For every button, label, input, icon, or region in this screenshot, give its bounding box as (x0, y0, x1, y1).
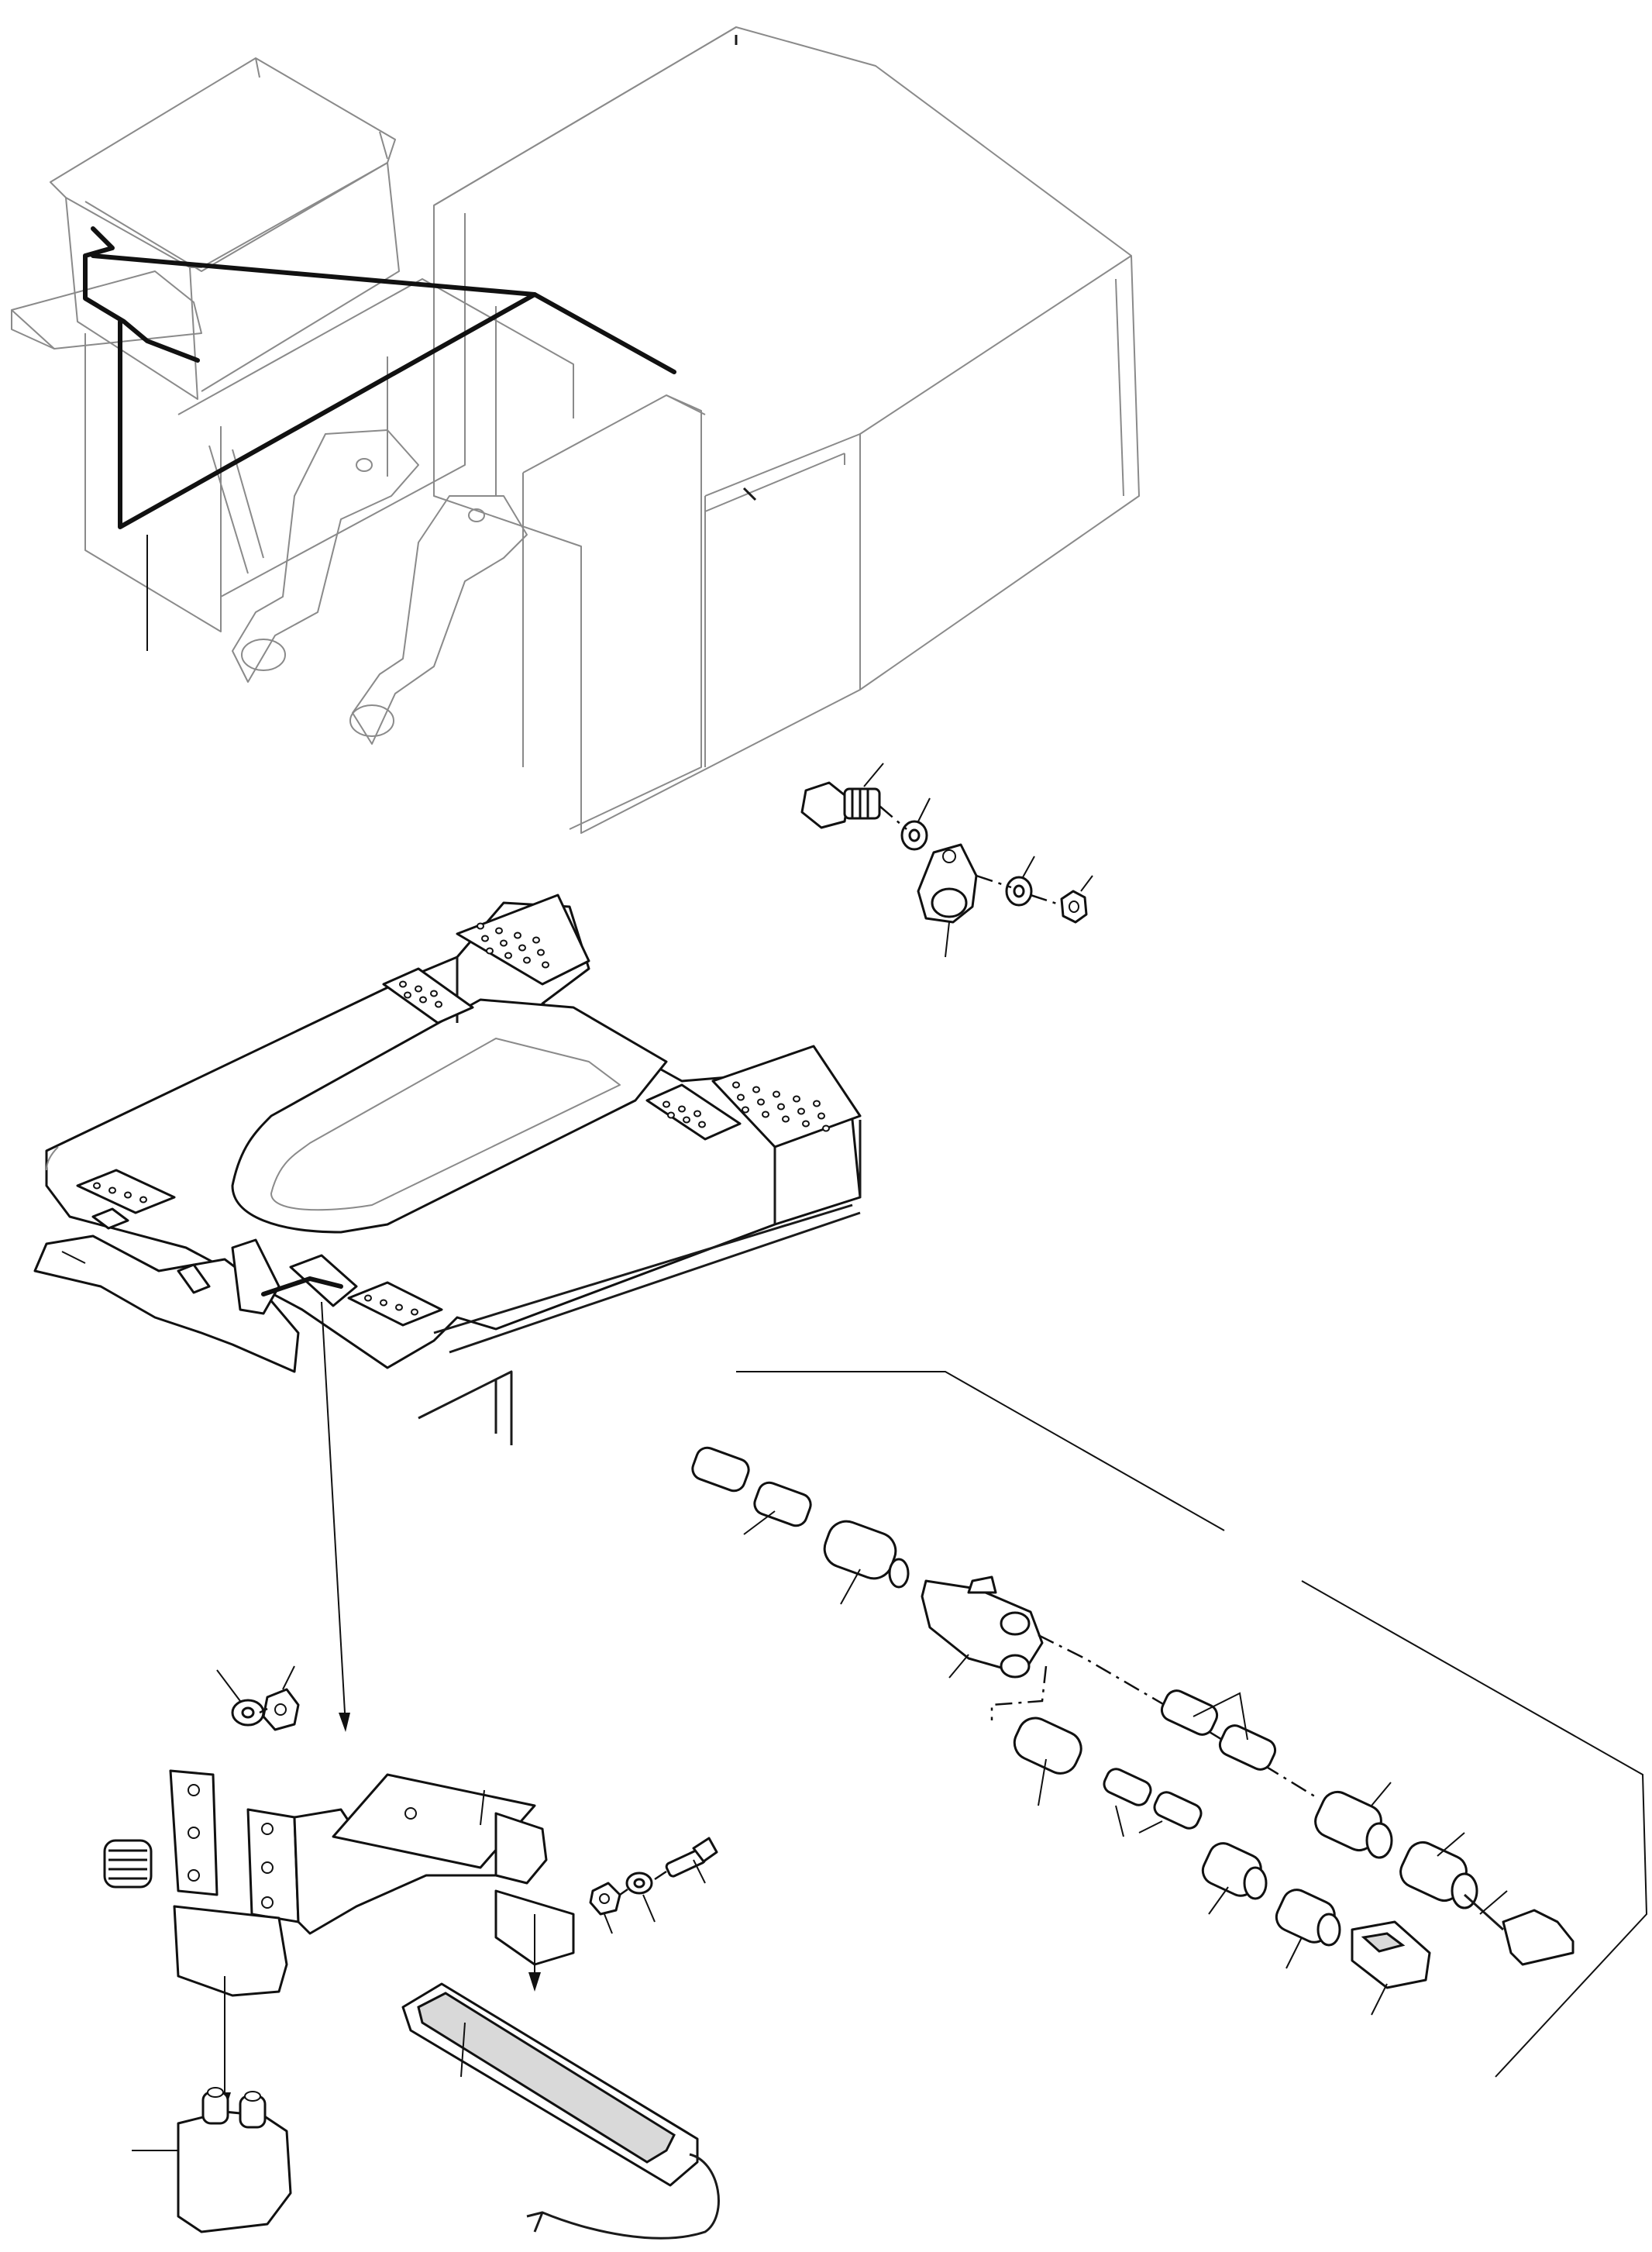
bolt-hole (500, 939, 508, 947)
clamp-washer (1005, 856, 1035, 907)
grommet (103, 1839, 153, 1889)
cable-end-cap (1463, 1890, 1575, 1966)
bolt-hole (793, 1095, 800, 1103)
bolt-hole (523, 956, 531, 964)
bolt-hole (481, 935, 489, 942)
bolt-hole (537, 949, 545, 956)
bolt-hole (813, 1100, 821, 1107)
terminal-plug (1201, 1842, 1268, 1915)
bolt-hole (757, 1098, 765, 1106)
bolt-hole (93, 1182, 101, 1190)
bolt-hole (124, 1191, 132, 1199)
bolt-hole (518, 944, 526, 952)
connector-housing (173, 1905, 288, 1997)
bolt-hole (752, 1086, 760, 1093)
cable-clamp (917, 843, 978, 958)
connector-housing (1351, 1920, 1431, 2016)
lamp-bracket (169, 1769, 536, 1935)
bolt-hole (514, 931, 521, 939)
bolt-hole (415, 985, 422, 993)
chassis-holes (93, 922, 830, 1316)
washer (216, 1669, 265, 1727)
rear-combination-lamp (401, 1982, 720, 2240)
bolt-hole (817, 1112, 825, 1120)
bolt-hole (504, 952, 512, 959)
bolt-hole (411, 1308, 418, 1316)
bolt-hole (495, 927, 503, 935)
connector-sleeve (691, 1446, 812, 1535)
detail-frame (736, 1371, 1648, 2078)
bolt-hole (404, 991, 411, 999)
clamp-bolt (800, 763, 884, 829)
connector-body (823, 1520, 910, 1605)
bolt-hole (542, 961, 549, 969)
connector-sleeve (1160, 1689, 1277, 1771)
bolt-hole (430, 990, 438, 997)
bolt-hole (663, 1100, 670, 1108)
bolt-hole (395, 1303, 403, 1311)
bolt-hole (742, 1106, 749, 1114)
bolt-hole (108, 1186, 116, 1194)
bolt-hole (486, 947, 494, 955)
washer (625, 1872, 656, 1923)
bolt-hole (435, 1000, 442, 1008)
bolt-hole (732, 1081, 740, 1089)
bolt-hole (477, 922, 484, 930)
bolt-hole (773, 1090, 780, 1098)
connector-cover (132, 2087, 292, 2233)
bolt-hole (797, 1107, 805, 1115)
bolt-hole (777, 1103, 785, 1111)
bolt-hole (364, 1294, 372, 1302)
terminal-plug (1314, 1782, 1393, 1859)
bolt-hole (802, 1120, 810, 1128)
screw (665, 1837, 718, 1884)
harness-clip-bracket (33, 1234, 358, 1373)
bolt-hole (419, 996, 427, 1004)
terminal-plug (1275, 1889, 1341, 1969)
chassis-frame (45, 894, 862, 1445)
bolt-hole (782, 1115, 790, 1123)
bolt-hole (693, 1110, 701, 1117)
connector-sleeve (1103, 1768, 1203, 1837)
bolt-hole (762, 1111, 769, 1118)
cab-and-hood-assembly (11, 26, 1140, 834)
bolt-hole (822, 1124, 830, 1132)
clamp-washer (900, 797, 931, 851)
bolt-hole (532, 936, 540, 944)
bolt-hole (683, 1116, 690, 1124)
junction-block (921, 1575, 1044, 1679)
connector-body (1013, 1717, 1082, 1806)
clamp-nut (1060, 875, 1093, 924)
nut (262, 1665, 300, 1731)
bolt-hole (399, 980, 407, 988)
bolt-hole (139, 1196, 147, 1203)
bolt-hole (667, 1111, 675, 1119)
terminal-plug (1399, 1832, 1478, 1909)
bolt-hole (698, 1121, 706, 1128)
nut (589, 1882, 621, 1934)
bolt-hole (737, 1093, 745, 1101)
bolt-hole (380, 1299, 387, 1307)
bolt-hole (678, 1105, 686, 1113)
